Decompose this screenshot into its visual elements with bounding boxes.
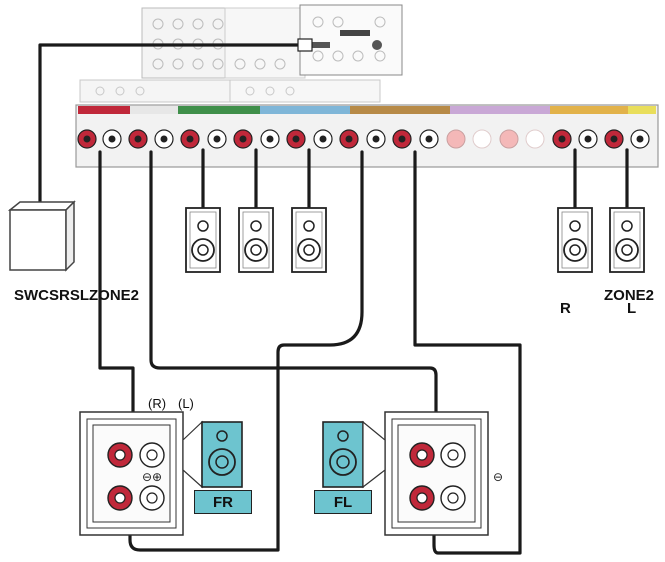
front-right-terminal-panel (79, 411, 184, 536)
speaker-group-label: SWCSRSLZONE2 (14, 287, 140, 304)
receiver-rear-panel (79, 4, 403, 103)
zone2-left-label: L (627, 300, 637, 317)
front-left-label: FL (314, 490, 372, 514)
speaker-center-icon (185, 207, 221, 273)
speaker-front-left-icon (322, 420, 386, 489)
rca-connector-icon (297, 38, 313, 52)
front-left-terminal-panel (384, 411, 489, 536)
channel-left-label: (L) (178, 396, 194, 411)
terminals (77, 129, 650, 149)
polarity-fl-symbol: ⊖ (493, 470, 504, 484)
channel-right-label: (R) (148, 396, 167, 411)
speaker-surround-left-icon (291, 207, 327, 273)
front-right-label: FR (194, 490, 252, 514)
speaker-surround-right-icon (238, 207, 274, 273)
speaker-zone2-left-icon (609, 207, 645, 273)
speaker-front-right-icon (182, 420, 243, 489)
speaker-cables (38, 43, 629, 555)
polarity-fr-symbols: ⊖⊕ (142, 470, 163, 484)
zone2-title: ZONE2 (604, 287, 655, 304)
zone2-right-label: R (560, 300, 571, 317)
subwoofer-icon (7, 200, 76, 272)
speaker-zone2-right-icon (557, 207, 593, 273)
